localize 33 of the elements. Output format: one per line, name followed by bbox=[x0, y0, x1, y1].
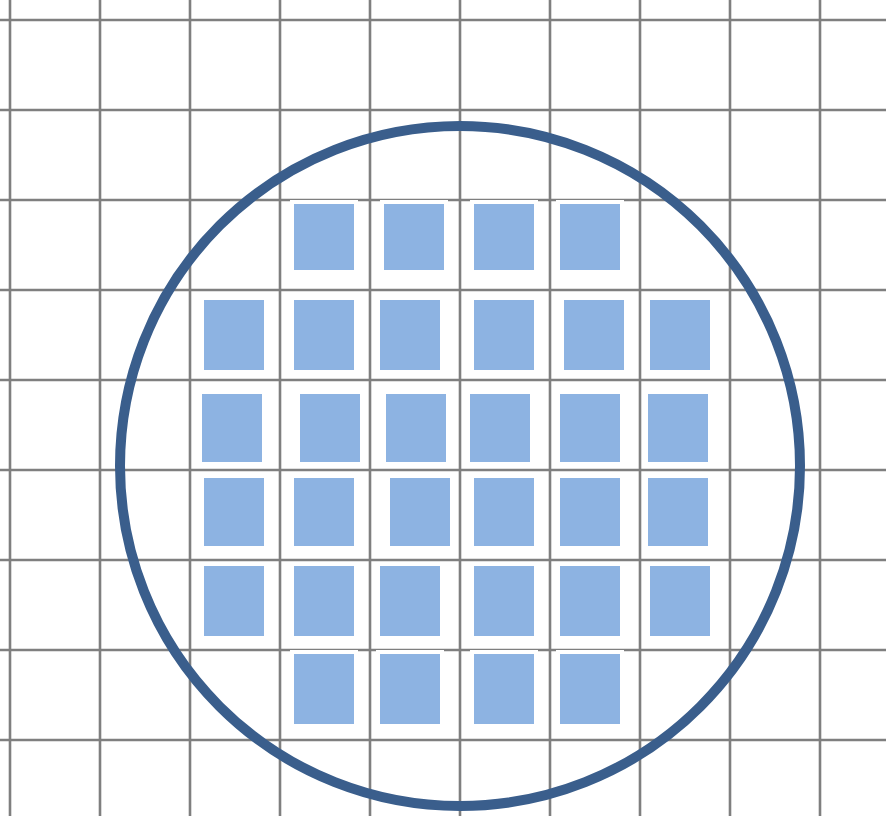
die-square bbox=[560, 296, 628, 374]
die-square bbox=[290, 562, 358, 640]
die-square bbox=[296, 390, 364, 466]
die-square bbox=[470, 562, 538, 640]
die-square bbox=[290, 650, 358, 728]
die-square bbox=[200, 296, 268, 374]
die-square bbox=[200, 474, 268, 550]
die-square bbox=[556, 562, 624, 640]
die-square bbox=[376, 562, 444, 640]
die-square bbox=[198, 390, 266, 466]
die-square bbox=[646, 562, 714, 640]
die-square bbox=[556, 200, 624, 274]
die-square bbox=[470, 474, 538, 550]
die-square bbox=[470, 296, 538, 374]
die-square bbox=[290, 200, 358, 274]
die-square bbox=[644, 390, 712, 466]
die-square bbox=[556, 650, 624, 728]
die-square bbox=[290, 474, 358, 550]
wafer-circle bbox=[114, 120, 806, 812]
die-square bbox=[556, 474, 624, 550]
die-square bbox=[382, 390, 450, 466]
die-square bbox=[200, 562, 268, 640]
die-square bbox=[466, 390, 534, 466]
die-square bbox=[646, 296, 714, 374]
die-square bbox=[290, 296, 358, 374]
die-square bbox=[470, 200, 538, 274]
die-square bbox=[380, 200, 448, 274]
die-square bbox=[386, 474, 454, 550]
die-square bbox=[556, 390, 624, 466]
die-square bbox=[470, 650, 538, 728]
die-square bbox=[644, 474, 712, 550]
die-square bbox=[376, 296, 444, 374]
die-square bbox=[376, 650, 444, 728]
